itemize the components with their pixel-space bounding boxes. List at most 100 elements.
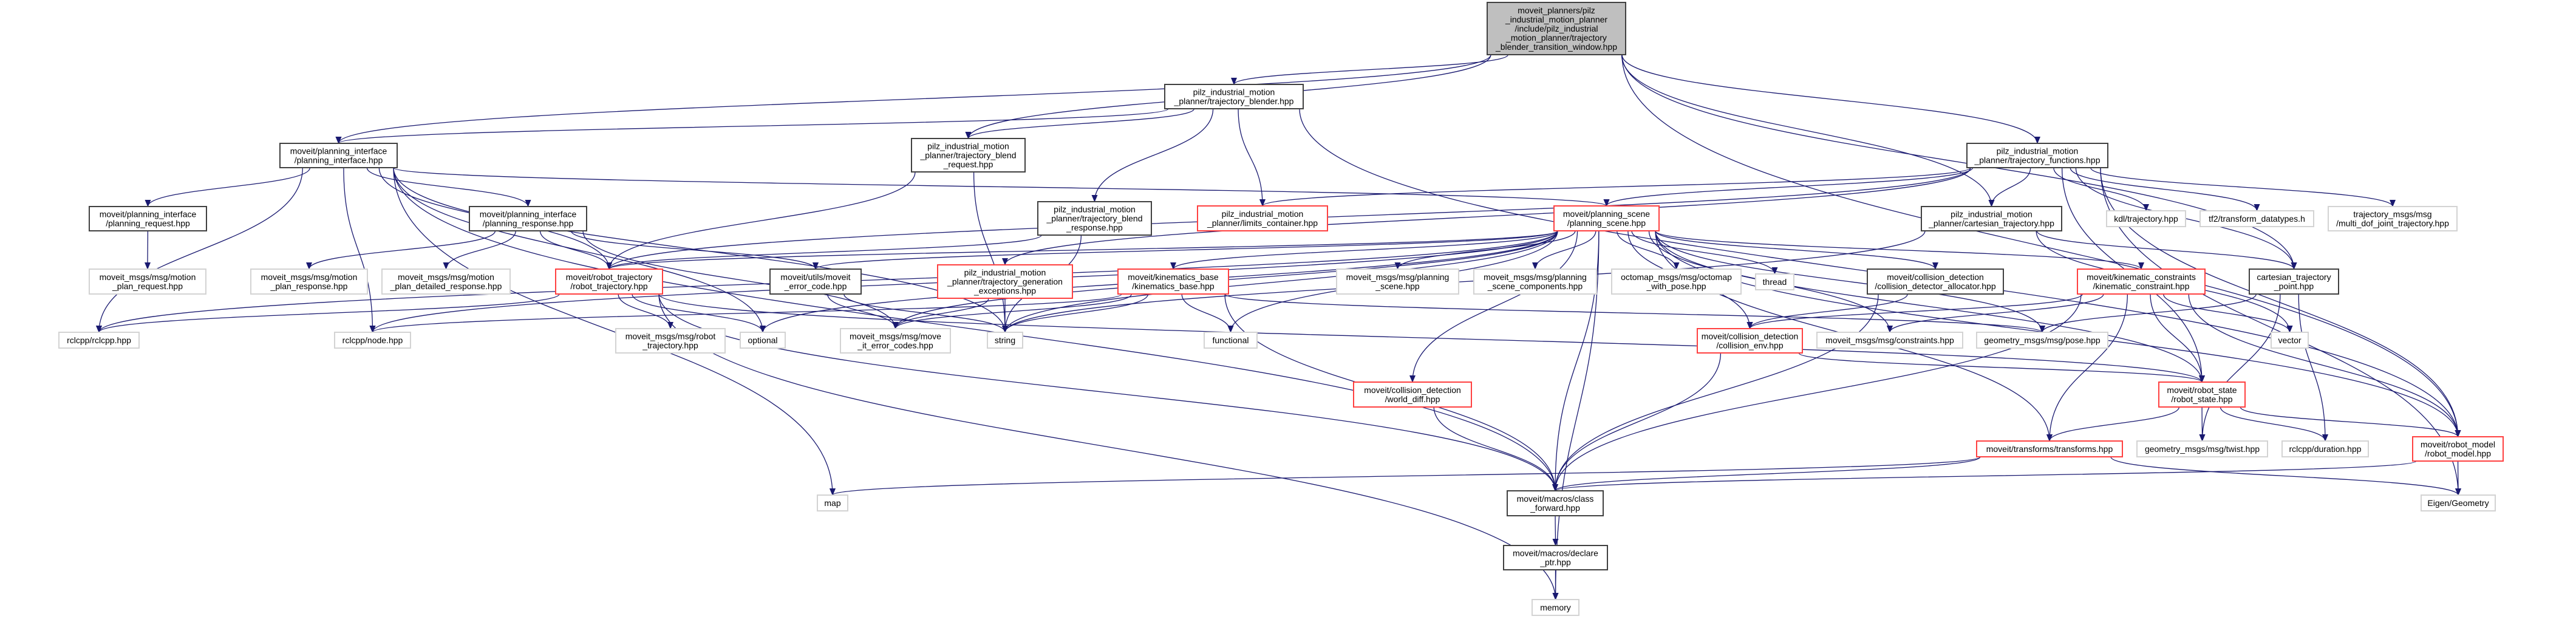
- node-label: _planner/trajectory_blender.hpp: [1174, 97, 1294, 106]
- node-label: _planner/trajectory_blend: [1046, 214, 1143, 224]
- edge-ps-to-thread: [1631, 230, 1778, 275]
- node-ctp[interactable]: cartesian_trajectory_point.hpp: [2249, 268, 2339, 295]
- node-label: moveit/macros/class: [1517, 494, 1594, 504]
- node-octo: octomap_msgs/msg/octomap_with_pose.hpp: [1611, 268, 1742, 295]
- edge-pres-to-mpres: [306, 230, 496, 270]
- node-box: [1164, 84, 1304, 109]
- node-label: _error_code.hpp: [784, 281, 847, 291]
- node-box: [2412, 436, 2504, 462]
- node-kb[interactable]: moveit/kinematics_base/kinematics_base.h…: [1117, 268, 1229, 295]
- edge-root-to-rm: [1621, 54, 2461, 437]
- node-label: /include/pilz_industrial: [1515, 24, 1598, 33]
- edge-kc-to-vector: [2163, 293, 2293, 333]
- edge-kc-to-rm: [2188, 293, 2461, 437]
- node-box: [334, 332, 411, 349]
- node-kc[interactable]: moveit/kinematic_constraints/kinematic_c…: [2077, 268, 2206, 295]
- node-bres[interactable]: pilz_industrial_motion_planner/trajector…: [1037, 201, 1152, 236]
- node-tfun[interactable]: pilz_industrial_motion_planner/trajector…: [1966, 143, 2108, 168]
- node-box: [1697, 328, 1803, 354]
- node-node: rclcpp/node.hpp: [334, 332, 411, 349]
- node-pscomp: moveit_msgs/msg/planning_scene_component…: [1473, 268, 1597, 295]
- node-box: [1755, 273, 1794, 290]
- edge-rs-to-duration: [2220, 406, 2328, 442]
- edge-rs-to-tr: [2046, 406, 2179, 442]
- edge-rt-to-optional: [632, 293, 766, 333]
- node-label: moveit_msgs/msg/robot: [625, 332, 716, 341]
- node-label: pilz_industrial_motion: [1997, 146, 2079, 156]
- edge-pres-to-mec: [570, 230, 819, 270]
- edge-tfun-to-mdof: [2090, 167, 2396, 207]
- node-cenv[interactable]: moveit/collision_detection/collision_env…: [1697, 328, 1803, 354]
- node-preq[interactable]: moveit/planning_interface/planning_reque…: [89, 206, 207, 231]
- edge-tfun-to-ps: [1603, 167, 1974, 207]
- node-wd[interactable]: moveit/collision_detection/world_diff.hp…: [1353, 381, 1472, 408]
- node-label: pilz_industrial_motion: [1222, 209, 1304, 219]
- node-label: moveit_planners/pilz: [1518, 5, 1595, 15]
- node-box: [89, 268, 206, 295]
- node-pi[interactable]: moveit/planning_interface/planning_inter…: [279, 143, 398, 168]
- node-label: _ptr.hpp: [1539, 558, 1571, 567]
- edge-root-to-pi: [335, 54, 1491, 144]
- node-label: _scene.hpp: [1375, 281, 1420, 291]
- node-label: pilz_industrial_motion: [964, 268, 1046, 278]
- node-rm[interactable]: moveit/robot_model/robot_model.hpp: [2412, 436, 2504, 462]
- edge-pi-to-string: [393, 167, 1008, 333]
- node-thread: thread: [1755, 273, 1794, 290]
- edge-root-to-cart: [1621, 54, 1995, 207]
- node-label: _it_error_codes.hpp: [857, 341, 933, 351]
- node-pres[interactable]: moveit/planning_interface/planning_respo…: [469, 206, 587, 231]
- edge-tfun-to-tge: [1002, 167, 1971, 265]
- edge-kb-to-functional: [1181, 293, 1234, 333]
- node-label: vector: [2278, 335, 2301, 345]
- edge-mec-to-string: [843, 293, 1008, 333]
- node-box: [840, 328, 951, 354]
- node-cda[interactable]: moveit/collision_detection/collision_det…: [1867, 268, 2004, 295]
- node-label: /kinematic_constraint.hpp: [2093, 281, 2190, 291]
- edge-breq-to-rt: [606, 171, 916, 270]
- edge-pi-to-rclcpp: [96, 167, 303, 333]
- node-box: [250, 268, 368, 295]
- node-box: [2106, 210, 2186, 227]
- node-box: [555, 268, 663, 295]
- node-label: moveit/collision_detection: [1364, 385, 1461, 395]
- node-tge[interactable]: pilz_industrial_motion_planner/trajector…: [937, 264, 1073, 299]
- node-rt[interactable]: moveit/robot_trajectory/robot_trajectory…: [555, 268, 663, 295]
- edge-ps-to-cda: [1655, 230, 1938, 270]
- node-dp[interactable]: moveit/macros/declare_ptr.hpp: [1503, 545, 1608, 570]
- edge-rt-to-memory: [658, 293, 1559, 600]
- node-label: _scene_components.hpp: [1487, 281, 1583, 291]
- node-box: [1611, 268, 1742, 295]
- node-ps[interactable]: moveit/planning_scene/planning_scene.hpp: [1553, 205, 1660, 231]
- node-label: Eigen/Geometry: [2427, 498, 2489, 508]
- edge-tge-to-miec: [892, 298, 989, 329]
- node-limits[interactable]: pilz_industrial_motion_planner/limits_co…: [1197, 205, 1328, 231]
- node-kdl: kdl/trajectory.hpp: [2106, 210, 2186, 227]
- node-tr[interactable]: moveit/transforms/transforms.hpp: [1976, 440, 2123, 457]
- node-breq[interactable]: pilz_industrial_motion_planner/trajector…: [911, 138, 1026, 173]
- edge-tr-to-eigen: [2110, 456, 2461, 496]
- node-label: tf2/transform_datatypes.h: [2209, 214, 2305, 224]
- node-box: [1921, 206, 2062, 231]
- edge-blender-to-pi: [336, 108, 1169, 144]
- node-root[interactable]: moveit_planners/pilz_industrial_motion_p…: [1487, 2, 1626, 55]
- node-label: geometry_msgs/msg/pose.hpp: [1984, 335, 2101, 345]
- node-label: _plan_request.hpp: [112, 281, 183, 291]
- node-label: pilz_industrial_motion: [1054, 205, 1136, 214]
- node-cf[interactable]: moveit/macros/class_forward.hpp: [1507, 490, 1604, 516]
- node-miec: moveit_msgs/msg/move_it_error_codes.hpp: [840, 328, 951, 354]
- node-label: moveit_msgs/msg/constraints.hpp: [1825, 335, 1954, 345]
- edge-pres-to-miec: [582, 230, 899, 329]
- node-label: moveit/kinematics_base: [1128, 272, 1219, 282]
- node-mrt: moveit_msgs/msg/robot_trajectory.hpp: [615, 328, 726, 354]
- node-label: rclcpp/rclcpp.hpp: [67, 335, 131, 345]
- node-mec[interactable]: moveit/utils/moveit_error_code.hpp: [769, 268, 862, 295]
- edge-pi-to-node: [343, 167, 376, 333]
- node-cart[interactable]: pilz_industrial_motion_planner/cartesian…: [1921, 206, 2062, 231]
- edge-root-to-ctp: [1621, 54, 2297, 270]
- edge-ps-to-kb: [1170, 230, 1558, 270]
- node-label: _response.hpp: [1066, 223, 1123, 233]
- edge-pi-to-ps: [393, 167, 1609, 207]
- node-blender[interactable]: pilz_industrial_motion_planner/trajector…: [1164, 84, 1304, 109]
- node-rs[interactable]: moveit/robot_state/robot_state.hpp: [2158, 381, 2246, 408]
